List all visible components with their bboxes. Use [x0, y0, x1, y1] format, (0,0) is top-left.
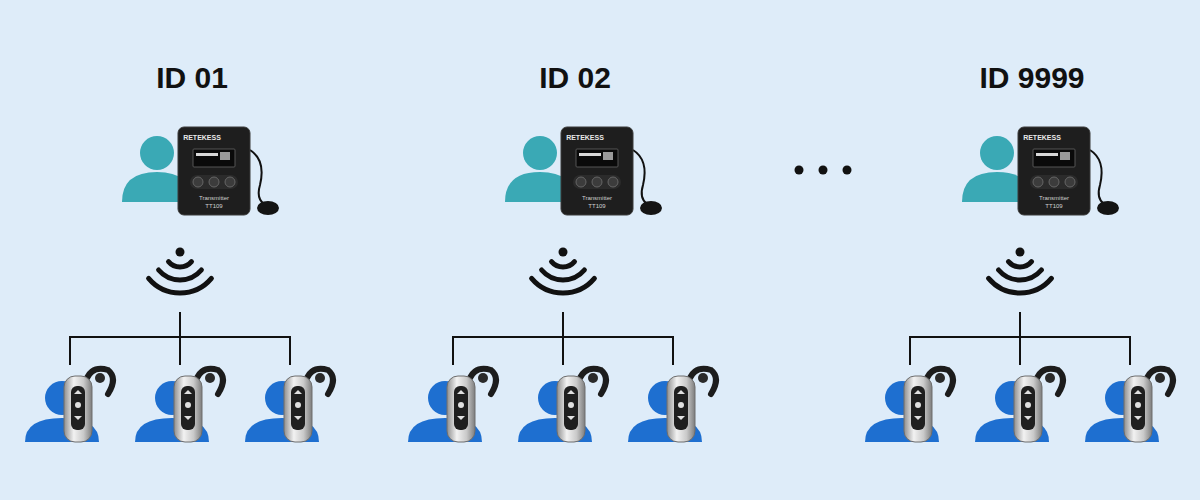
group-id: ID 02	[539, 63, 611, 93]
dot	[795, 166, 804, 175]
brand-text: RETEKESS	[1023, 134, 1061, 141]
brand-text: RETEKESS	[183, 134, 221, 141]
brand-text: RETEKESS	[566, 134, 604, 141]
dot	[819, 166, 828, 175]
device-type: Transmitter	[199, 195, 229, 201]
model-number: TT109	[588, 203, 605, 209]
group-id: ID 01	[156, 63, 228, 93]
device-type: Transmitter	[582, 195, 612, 201]
group-id: ID 9999	[979, 63, 1084, 93]
group-three	[865, 127, 1173, 442]
group-one	[25, 127, 333, 442]
group-two	[408, 127, 716, 442]
dot	[843, 166, 852, 175]
model-number: TT109	[1045, 203, 1062, 209]
model-number: TT109	[205, 203, 222, 209]
device-type: Transmitter	[1039, 195, 1069, 201]
ellipsis-dots	[795, 166, 852, 175]
